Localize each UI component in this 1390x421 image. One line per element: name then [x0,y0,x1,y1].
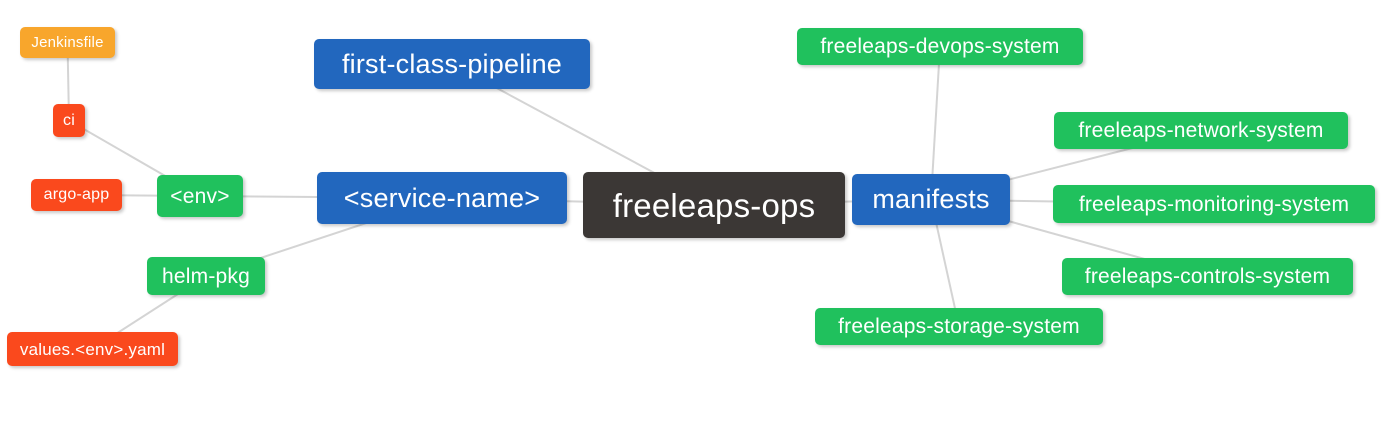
node-freeleaps-controls-system[interactable]: freeleaps-controls-system [1062,258,1353,295]
node-manifests[interactable]: manifests [852,174,1010,225]
node-argo-app[interactable]: argo-app [31,179,122,211]
node-values-env-yaml[interactable]: values.<env>.yaml [7,332,178,366]
node-freeleaps-storage-system[interactable]: freeleaps-storage-system [815,308,1103,345]
node-env[interactable]: <env> [157,175,243,217]
node-ci[interactable]: ci [53,104,85,137]
node-helm-pkg[interactable]: helm-pkg [147,257,265,295]
node-freeleaps-devops-system[interactable]: freeleaps-devops-system [797,28,1083,65]
node-jenkinsfile[interactable]: Jenkinsfile [20,27,115,58]
node-service-name[interactable]: <service-name> [317,172,567,224]
node-freeleaps-ops[interactable]: freeleaps-ops [583,172,845,238]
node-freeleaps-monitoring-system[interactable]: freeleaps-monitoring-system [1053,185,1375,223]
node-freeleaps-network-system[interactable]: freeleaps-network-system [1054,112,1348,149]
node-first-class-pipeline[interactable]: first-class-pipeline [314,39,590,89]
